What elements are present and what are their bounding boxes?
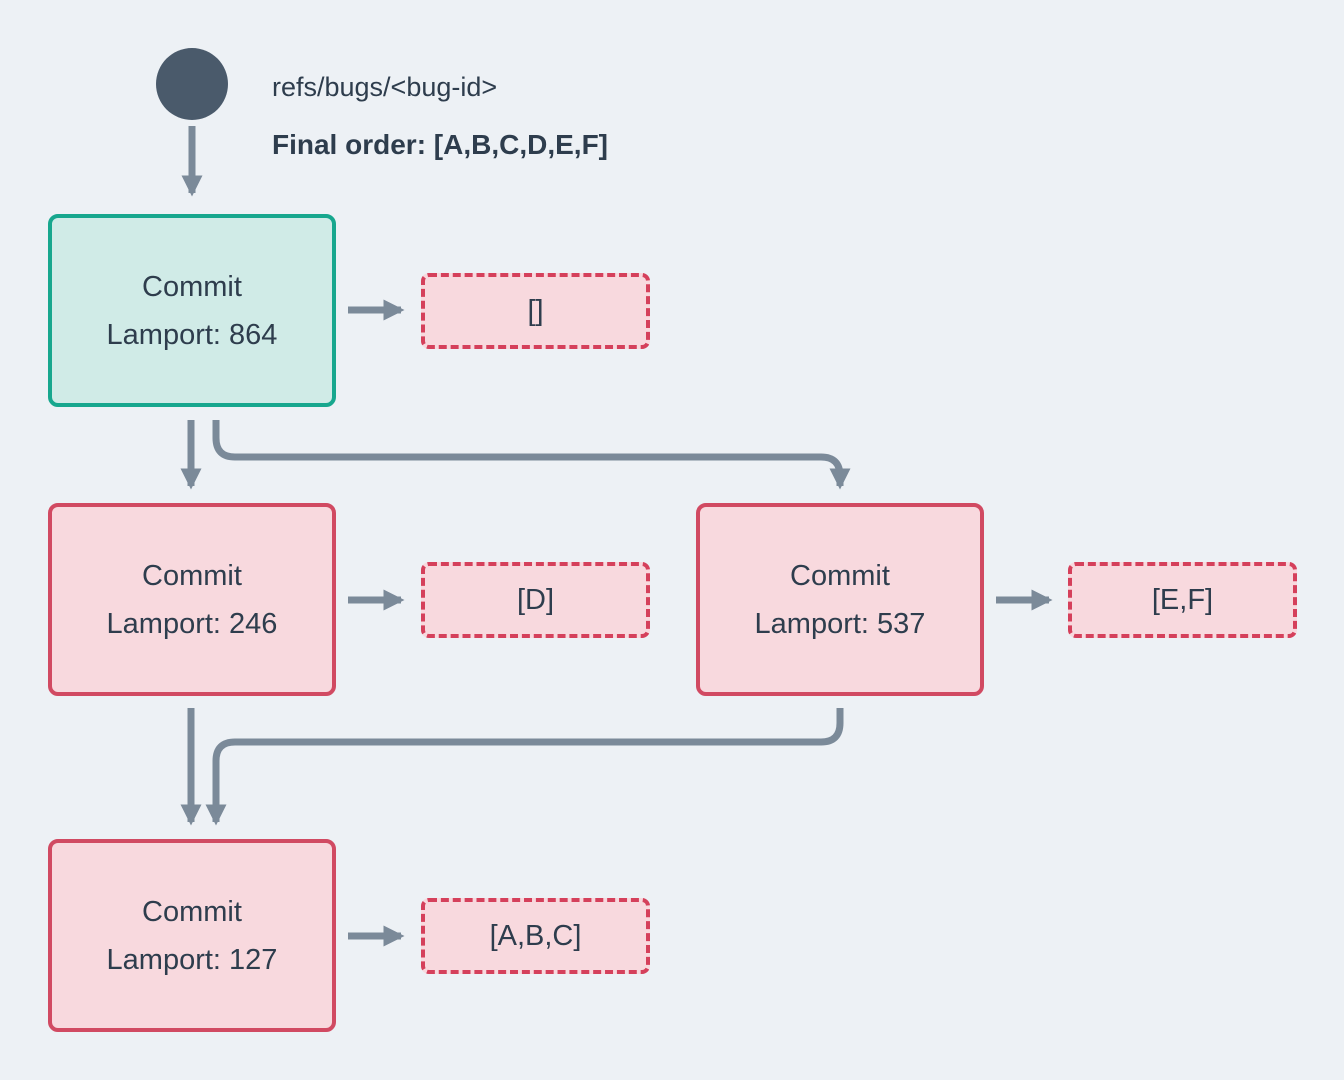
result-label: [] — [527, 294, 544, 327]
branch-ref-node — [156, 48, 228, 120]
result-label: [D] — [516, 583, 555, 616]
commit-node-864: Commit Lamport: 864 — [48, 214, 336, 407]
result-box-ef: [E,F] — [1068, 562, 1297, 638]
commit-lamport: Lamport: 246 — [106, 607, 278, 640]
result-box-d: [D] — [421, 562, 650, 638]
result-label: [A,B,C] — [489, 919, 582, 952]
edge-right-to-merge-arrow — [205, 708, 844, 826]
commit-node-246: Commit Lamport: 246 — [48, 503, 336, 696]
result-box-abc: [A,B,C] — [421, 898, 650, 974]
result-label: [E,F] — [1151, 583, 1214, 616]
commit-lamport: Lamport: 127 — [106, 943, 278, 976]
edge-root-to-right-arrow — [212, 420, 851, 490]
branch-ref-label: refs/bugs/<bug-id> — [272, 72, 498, 102]
commit-title: Commit — [142, 895, 242, 928]
commit-node-127: Commit Lamport: 127 — [48, 839, 336, 1032]
final-order-label: Final order: [A,B,C,D,E,F] — [272, 129, 608, 160]
commit-title: Commit — [142, 270, 242, 303]
commit-lamport: Lamport: 864 — [106, 318, 278, 351]
commit-node-537: Commit Lamport: 537 — [696, 503, 984, 696]
result-box-empty: [] — [421, 273, 650, 349]
commit-title: Commit — [790, 559, 890, 592]
commit-lamport: Lamport: 537 — [754, 607, 926, 640]
commit-title: Commit — [142, 559, 242, 592]
